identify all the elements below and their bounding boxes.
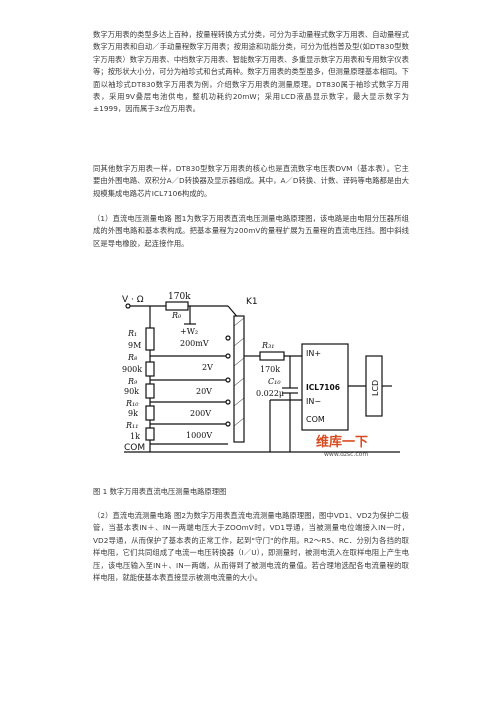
r1-label: R₁: [127, 329, 137, 338]
range-200v-label: 200V: [190, 409, 211, 418]
c10-label: C₁₀: [268, 377, 281, 386]
r8-value: 900k: [122, 365, 142, 374]
r31-label: R₃₁: [261, 341, 274, 350]
r11-value: 1k: [130, 432, 140, 441]
r11-label: R₁₁: [125, 421, 138, 430]
chip-name-label: ICL7106: [306, 383, 340, 392]
r10-label: R₁₀: [125, 399, 139, 408]
r1-value: 9M: [128, 341, 141, 350]
dc-voltage-circuit-diagram: V · Ω 170k R₀ K1 +W₂ R₁ 9M R₈ 900k R₉ 90…: [122, 292, 400, 458]
r0-label: R₀: [171, 311, 182, 320]
figure-caption: 图 1 数字万用表直流电压测量电路原理图: [93, 487, 227, 496]
range-200mv-label: 200mV: [180, 339, 209, 348]
r10-value: 9k: [128, 409, 138, 418]
paragraph-dc-current: （2）直流电流测量电路 图2为数字万用表直流电流测量电路原理图，图中VD1、VD…: [93, 511, 409, 583]
w2-label: +W₂: [180, 327, 198, 336]
chip-com-label: COM: [306, 415, 325, 424]
r31-value: 170k: [260, 365, 280, 374]
watermark-logo: 维库一下 www.dzsc.com: [316, 434, 368, 458]
r9-label: R₉: [127, 377, 138, 386]
com-terminal-label: COM: [124, 443, 145, 453]
chip-in-plus-label: IN+: [306, 349, 321, 358]
k1-switch-label: K1: [246, 297, 258, 307]
r8-label: R₈: [127, 353, 138, 362]
range-20v-label: 20V: [196, 387, 212, 396]
input-terminal-label: V · Ω: [122, 295, 144, 305]
range-2v-label: 2V: [202, 363, 213, 372]
watermark-brand: 维库一下: [316, 434, 368, 450]
paragraph-core: 同其他数字万用表一样，DT830型数字万用表的核心也是直流数字电压表DVM（基本…: [93, 164, 409, 198]
range-1000v-label: 1000V: [186, 431, 212, 440]
paragraph-intro: 数字万用表的类型多达上百种，按量程转换方式分类，可分为手动量程式数字万用表、自动…: [93, 30, 409, 114]
c10-value: 0.022μ: [256, 389, 284, 398]
paragraph-dc-voltage: （1）直流电压测量电路 图1为数字万用表直流电压测量电路原理图，该电路是由电阻分…: [93, 214, 409, 248]
watermark-url: www.dzsc.com: [324, 451, 368, 458]
r0-value: 170k: [168, 292, 191, 302]
r9-value: 90k: [124, 387, 139, 396]
chip-in-minus-label: IN−: [306, 397, 321, 406]
lcd-label: LCD: [371, 380, 380, 396]
